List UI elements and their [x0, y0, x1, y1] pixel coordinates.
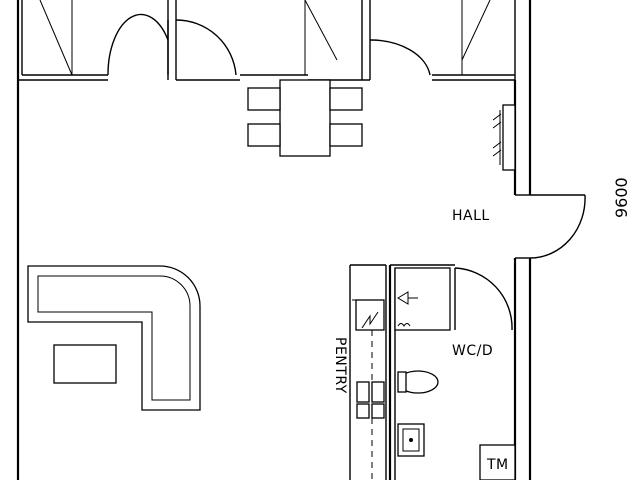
- top-rooms: [21, 0, 516, 80]
- wc-label: WC/D: [452, 343, 493, 359]
- outer-walls: [16, 0, 532, 480]
- hall-label: HALL: [452, 208, 490, 224]
- pantry-counter: [349, 264, 387, 480]
- wall-panel: [492, 104, 516, 171]
- pantry-label: PENTRY: [332, 337, 348, 394]
- entrance-door: [529, 194, 586, 259]
- tm-box: [479, 444, 516, 480]
- dining-table: [247, 79, 363, 157]
- sofa: [27, 265, 201, 411]
- dimension-label: 9600: [612, 177, 631, 218]
- tm-label: TM: [486, 457, 509, 473]
- door-swings-top: [107, 13, 431, 76]
- wc-room: [388, 264, 513, 480]
